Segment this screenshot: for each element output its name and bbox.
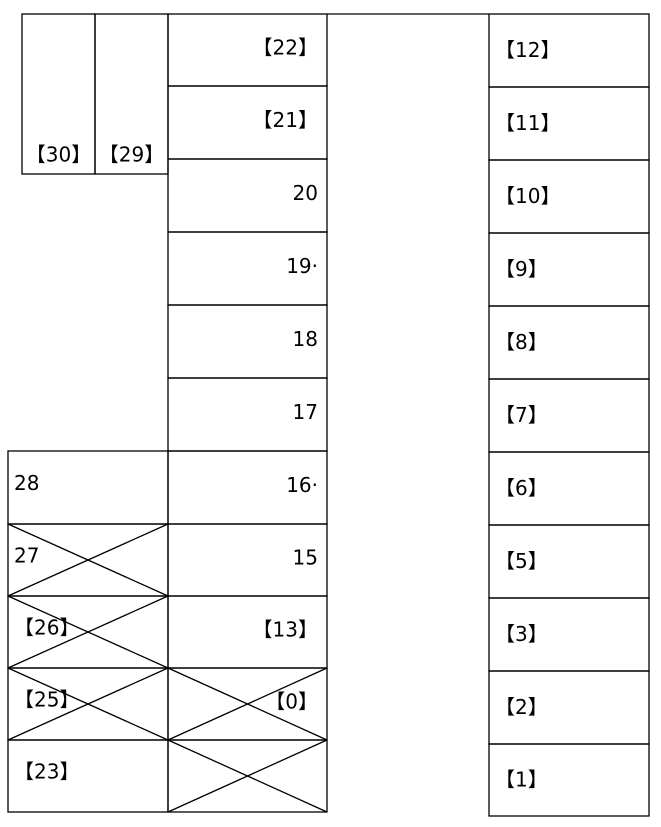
stall-number: 17 [293,400,318,424]
stall-number: 16· [286,473,318,497]
stall-number: 【13】 [253,618,318,642]
stall-number: 【30】 [26,143,91,167]
stall-number: 【3】 [495,622,548,646]
stall-right [488,743,650,817]
stall-number: 【11】 [495,111,560,135]
stall-number: 【0】 [265,690,318,714]
stall-top-left [94,13,169,175]
stall-number: 15 [293,546,318,570]
stall-number: 【2】 [495,695,548,719]
stall-number: 【10】 [495,184,560,208]
stall-number: 【29】 [99,143,164,167]
stall-cross-line [7,523,169,597]
stall-cross-line [7,595,169,669]
stall-cross-line [167,667,328,741]
stall-number: 18 [293,327,318,351]
stall-number: 【1】 [495,768,548,792]
stall-number: 28 [14,471,39,495]
stall-number: 【23】 [14,760,79,784]
stall-number: 【21】 [253,108,318,132]
stall-number: 【8】 [495,330,548,354]
stall-number: 【5】 [495,549,548,573]
stall-number: 【7】 [495,403,548,427]
stall-cross-line [7,667,169,741]
stall-number: 20 [293,181,318,205]
stall-cross-line [167,739,328,813]
stall-number: 【22】 [253,36,318,60]
stall-number: 27 [14,544,39,568]
stall-number: 【6】 [495,476,548,500]
stall-left [7,739,169,813]
stall-number: 【12】 [495,38,560,62]
stall-number: 【9】 [495,257,548,281]
stall-number: 【25】 [14,688,79,712]
stall-number: 【26】 [14,616,79,640]
stall-number: 19· [286,254,318,278]
